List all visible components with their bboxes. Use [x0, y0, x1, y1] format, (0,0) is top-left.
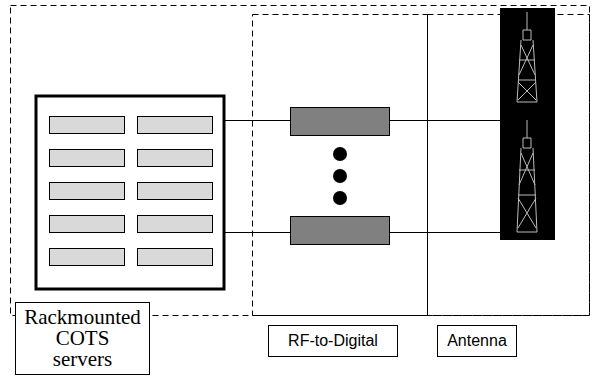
server-slot [50, 150, 125, 167]
ellipsis-dot [333, 147, 347, 161]
converter-block [291, 217, 390, 245]
wire [225, 120, 290, 121]
server-rack [36, 96, 224, 289]
server-slot [138, 249, 213, 266]
ellipsis-dot [333, 191, 347, 205]
label-text: RF-to-Digital [288, 331, 378, 350]
outer-boundary [11, 6, 590, 316]
part-label: RF-to-Digital [268, 325, 398, 357]
wire [390, 120, 500, 121]
server-slots [50, 117, 213, 266]
server-slot [50, 216, 125, 233]
converter-block [291, 108, 390, 136]
antenna-panel [500, 8, 555, 240]
server-slot [50, 183, 125, 200]
server-slot [138, 216, 213, 233]
wire [390, 232, 500, 233]
ellipsis-dot [333, 169, 347, 183]
server-slot [138, 150, 213, 167]
antenna-tower [517, 12, 537, 232]
server-slot [50, 117, 125, 134]
server-slot [138, 183, 213, 200]
wire [225, 232, 290, 233]
label-text: Antenna [447, 331, 507, 350]
server-slot [138, 117, 213, 134]
server-slot [50, 249, 125, 266]
rf-region [253, 15, 428, 316]
label-text: Rackmounted COTS servers [24, 307, 142, 370]
part-label: Rackmounted COTS servers [15, 302, 150, 375]
part-label: Antenna [437, 325, 517, 357]
